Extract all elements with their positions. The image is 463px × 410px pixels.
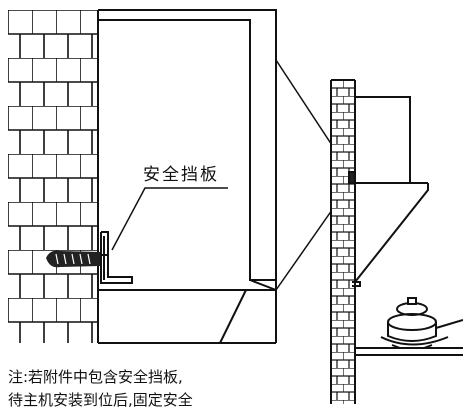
note-line-1: 注:若附件中包含安全挡板, bbox=[8, 368, 183, 386]
main-range-hood bbox=[348, 96, 429, 287]
detail-screw bbox=[46, 250, 100, 268]
main-cooktop bbox=[355, 297, 463, 356]
safety-plate-label: 安全挡板 bbox=[143, 165, 219, 185]
main-brick-wall bbox=[330, 79, 356, 404]
note-line-2: 待主机安装到位后,固定安全 bbox=[8, 391, 193, 409]
detail-brick-wall bbox=[8, 10, 99, 343]
plate-leader-line bbox=[111, 187, 228, 251]
detail-safety-bracket bbox=[100, 231, 133, 284]
